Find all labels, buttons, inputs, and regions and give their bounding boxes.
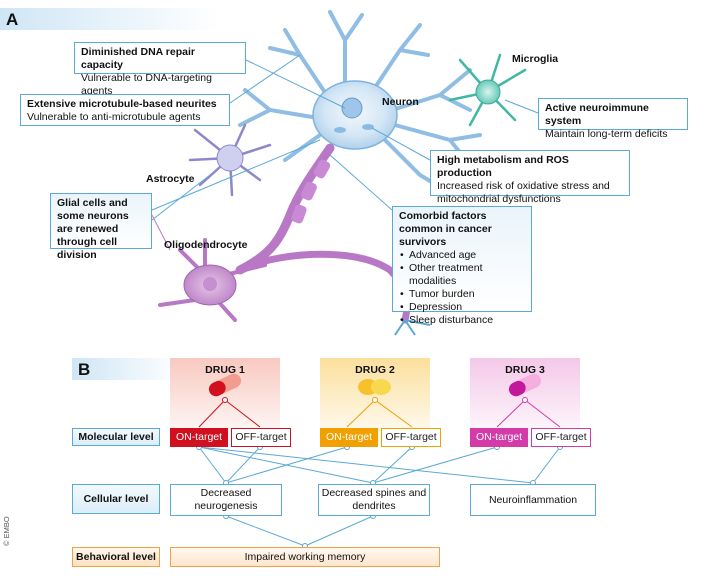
microglia-soma <box>475 79 501 105</box>
oligodendrocyte-nucleus <box>203 277 217 291</box>
drug2-name: DRUG 2 <box>355 364 395 376</box>
cellular-effect-neurogenesis: Decreased neurogenesis <box>170 484 282 516</box>
drug-target-links <box>198 399 561 428</box>
panel-a-illustration <box>151 10 539 336</box>
drug2-on-target: ON-target <box>320 428 378 447</box>
cellular-effect-text: Decreased spines and dendrites <box>321 487 427 512</box>
drug3-off-target: OFF-target <box>531 428 591 447</box>
glial-connectors <box>151 214 171 251</box>
behavioral-level-label: Behavioral level <box>72 547 160 567</box>
axon-branch <box>246 250 411 324</box>
drug2-pills-icon <box>358 379 391 395</box>
cellular-effect-neuroinflammation: Neuroinflammation <box>470 484 596 516</box>
neuron-label: Neuron <box>382 96 419 108</box>
cellular-behavioral-links <box>225 515 374 547</box>
comorbid-title: Comorbid factors common in cancer surviv… <box>399 210 492 248</box>
behavioral-effect-box: Impaired working memory <box>170 547 440 567</box>
behavioral-effect-text: Impaired working memory <box>244 550 366 563</box>
copyright-notice: © EMBO <box>2 516 11 546</box>
neuroimmune-title: Active neuroimmune system <box>545 102 649 127</box>
neuroimmune-callout: Active neuroimmune system Maintain long-… <box>538 98 688 140</box>
microglia-label: Microglia <box>512 53 559 65</box>
drug3-on-target: ON-target <box>470 428 528 447</box>
oligodendrocyte-label: Oligodendrocyte <box>164 239 248 251</box>
astrocyte-soma <box>216 144 244 172</box>
comorbid-callout: Comorbid factors common in cancer surviv… <box>392 206 532 327</box>
glial-renewal-callout: Glial cells and some neurons are renewed… <box>50 193 152 261</box>
comorbid-item: Sleep disturbance <box>400 314 525 327</box>
drug1-off-target: OFF-target <box>231 428 291 447</box>
microtubule-subtitle: Vulnerable to anti-microtubule agents <box>27 111 201 123</box>
comorbid-item: Other treatment modalities <box>400 262 525 288</box>
panel-a-tag: A <box>6 10 19 29</box>
dna-repair-callout: Diminished DNA repair capacity Vulnerabl… <box>74 42 246 97</box>
neuroimmune-subtitle: Maintain long-term deficits <box>545 128 668 140</box>
molecular-level-label: Molecular level <box>72 428 160 446</box>
comorbid-item: Depression <box>400 301 525 314</box>
glial-renewal-text: Glial cells and some neurons are renewed… <box>57 197 129 261</box>
callout-connectors <box>151 54 539 221</box>
mitochondrion-a <box>334 127 346 133</box>
dna-repair-title: Diminished DNA repair capacity <box>81 46 195 71</box>
panel-b-tag: B <box>78 360 91 379</box>
panel-a-header-band <box>0 8 220 30</box>
drug3-name: DRUG 3 <box>505 364 545 376</box>
metabolism-callout: High metabolism and ROS production Incre… <box>430 150 630 205</box>
drug1-capsule-icon <box>208 373 242 397</box>
cellular-level-label: Cellular level <box>72 484 160 514</box>
microtubule-callout: Extensive microtubule-based neurites Vul… <box>20 94 230 126</box>
cellular-effect-spines: Decreased spines and dendrites <box>318 484 430 516</box>
drug2-off-target: OFF-target <box>381 428 441 447</box>
metabolism-title: High metabolism and ROS production <box>437 154 569 179</box>
panel-b-network <box>196 373 563 549</box>
drug3-capsule-icon <box>508 373 542 397</box>
drug1-name: DRUG 1 <box>205 364 245 376</box>
panel-b-header-band <box>72 358 182 380</box>
drug1-on-target: ON-target <box>170 428 228 447</box>
cellular-effect-text: Decreased neurogenesis <box>194 487 258 512</box>
astrocyte-label: Astrocyte <box>146 173 195 185</box>
mitochondrion-b <box>362 124 374 130</box>
neuron-dendrites <box>238 10 482 192</box>
cellular-effect-text: Neuroinflammation <box>488 493 578 506</box>
myelin-segments <box>291 159 331 224</box>
comorbid-item: Advanced age <box>400 249 525 262</box>
target-cellular-links <box>198 446 561 484</box>
comorbid-list: Advanced age Other treatment modalities … <box>399 249 525 327</box>
microtubule-title: Extensive microtubule-based neurites <box>27 98 217 110</box>
drug-nodes <box>222 397 528 403</box>
metabolism-subtitle: Increased risk of oxidative stress and m… <box>437 180 610 205</box>
comorbid-item: Tumor burden <box>400 288 525 301</box>
neuron-nucleus <box>341 97 363 119</box>
